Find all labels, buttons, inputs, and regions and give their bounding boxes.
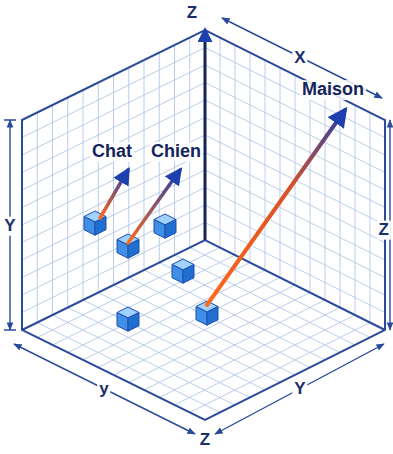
grid-line	[205, 48, 385, 138]
vector-cube	[154, 214, 176, 238]
grid-line	[159, 308, 340, 398]
word-label: Maison	[300, 80, 366, 100]
axis-label: Z	[377, 221, 391, 240]
word-label: Chat	[90, 142, 134, 162]
grid-line	[340, 98, 341, 308]
floor-back-edges	[22, 240, 385, 330]
axis-label: Y	[2, 217, 17, 236]
vector-cube	[117, 234, 139, 258]
cube-left	[196, 307, 207, 326]
axis-label: Z	[185, 4, 199, 23]
grid-line	[114, 285, 296, 375]
grid-line	[310, 83, 311, 293]
cube-right	[128, 313, 139, 332]
cube-right	[207, 307, 218, 326]
z-axis-arrow	[204, 30, 207, 240]
cube-left	[84, 217, 95, 236]
grid-line	[205, 65, 385, 155]
grid-line	[22, 48, 205, 138]
grid-line	[22, 83, 205, 173]
grid-line	[129, 293, 310, 383]
cube-left	[154, 220, 165, 239]
grid-line	[159, 263, 340, 353]
grid-line	[144, 300, 325, 390]
grid-line	[175, 255, 356, 345]
grid-line	[22, 100, 205, 190]
cubes	[84, 211, 218, 331]
axis-label: y	[97, 380, 110, 399]
outer-outline	[22, 30, 385, 420]
vector-arrow	[207, 110, 345, 305]
grid-line	[144, 270, 325, 360]
vector-cube	[172, 259, 194, 283]
word-label: Chien	[149, 142, 203, 162]
vector-arrow	[100, 170, 128, 218]
box-frame	[22, 30, 385, 420]
cube-left	[117, 313, 128, 332]
axis-label: Z	[198, 431, 212, 450]
dim-bottom-left	[14, 344, 195, 434]
axis-label: Y	[292, 380, 307, 399]
grid-line	[205, 100, 385, 190]
cube-right	[165, 220, 176, 239]
grid-line	[205, 118, 385, 208]
grid-line	[355, 105, 356, 315]
cube-left	[172, 265, 183, 284]
grid-line	[175, 315, 356, 405]
vector-cube	[117, 307, 139, 331]
vector-arrow	[128, 170, 180, 243]
axis-label: X	[292, 49, 307, 68]
cube-right	[183, 265, 194, 284]
grid-line	[129, 278, 310, 368]
grid-line	[22, 135, 205, 225]
dimension-lines	[4, 18, 390, 434]
grid-line	[114, 285, 296, 375]
grid-line	[144, 60, 145, 270]
cube-left	[117, 240, 128, 259]
vectors	[100, 110, 345, 305]
grid-line	[370, 113, 371, 323]
dim-bottom-right	[215, 344, 384, 434]
grid-line	[325, 90, 326, 300]
